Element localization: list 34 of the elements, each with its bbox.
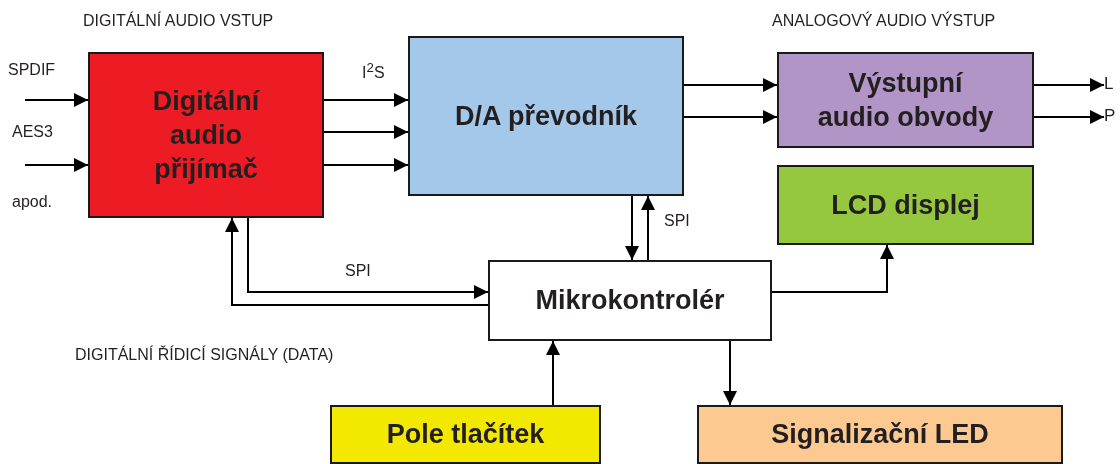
arrow <box>323 125 409 139</box>
arrow <box>323 93 409 107</box>
arrow <box>225 217 489 306</box>
block-box: Digitální audio přijímač <box>88 52 324 218</box>
arrow <box>546 340 560 406</box>
block-box: Výstupní audio obvody <box>777 52 1034 148</box>
block-box: Mikrokontrolér <box>488 260 772 341</box>
arrow <box>625 195 639 261</box>
edge-label: AES3 <box>12 123 53 141</box>
block-box: D/A převodník <box>408 36 684 196</box>
heading-label: DIGITÁLNÍ ŘÍDICÍ SIGNÁLY (DATA) <box>75 346 334 364</box>
arrow <box>24 158 89 172</box>
arrow <box>323 158 409 172</box>
edge-label: SPI <box>345 262 371 280</box>
output-label: P <box>1104 106 1116 125</box>
arrow <box>771 244 894 293</box>
edge-label: I$^{2}$S <box>362 60 385 83</box>
block-box: Pole tlačítek <box>330 405 601 464</box>
arrow <box>1033 110 1105 124</box>
arrow <box>247 217 489 299</box>
output-label: L <box>1104 74 1114 93</box>
heading-label: ANALOGOVÝ AUDIO VÝSTUP <box>772 12 996 30</box>
edge-label: SPDIF <box>8 61 56 79</box>
arrow <box>683 110 778 124</box>
edge-label: SPI <box>664 212 690 230</box>
block-box: Signalizační LED <box>697 405 1063 464</box>
heading-label: DIGITÁLNÍ AUDIO VSTUP <box>83 12 274 30</box>
heading-label: apod. <box>12 193 53 211</box>
arrow <box>1033 78 1105 92</box>
block-box: LCD displej <box>777 165 1034 245</box>
arrow <box>24 93 89 107</box>
arrow <box>683 78 778 92</box>
arrow <box>641 195 655 261</box>
arrow <box>723 340 737 406</box>
